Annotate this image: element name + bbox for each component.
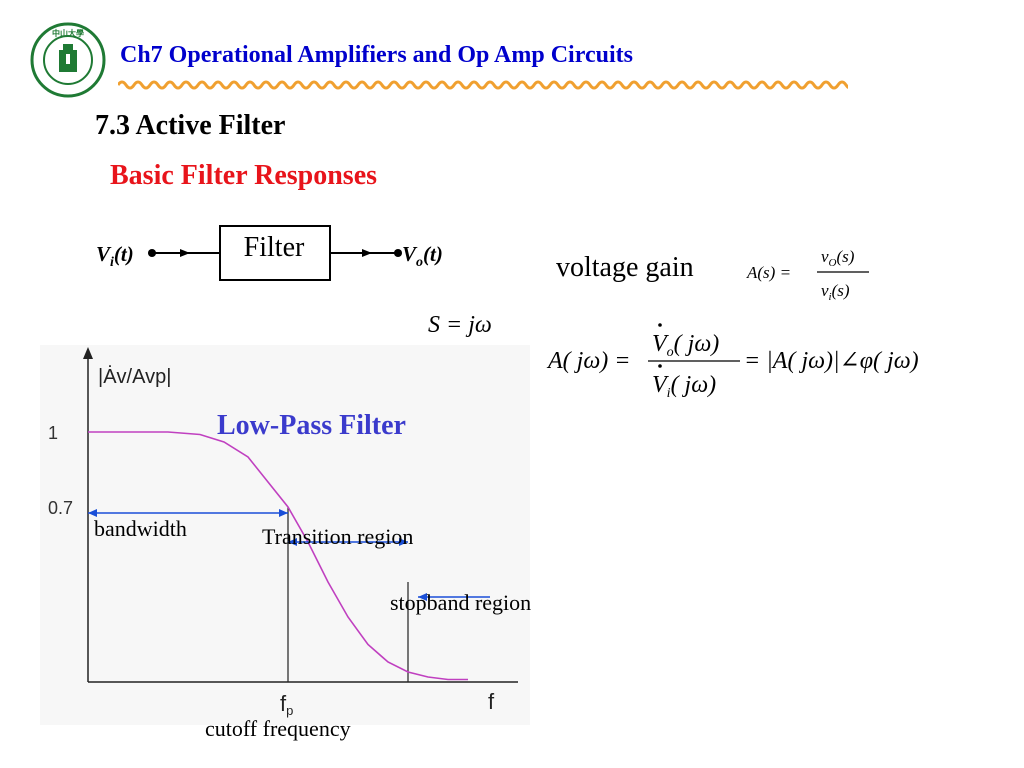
stopband-arrow-head-icon [418,593,427,601]
y-tick-label: 1 [48,423,58,443]
output-node [394,249,402,257]
transition-arrow-head-icon [399,538,408,546]
svg-text:中山大學: 中山大學 [52,28,84,38]
y-axis-arrow-icon [83,347,93,359]
output-arrow-icon [362,249,372,257]
voltage-gain-formula: A(s) = vO(s) vi(s) [746,247,869,303]
svg-text:= |A( jω)|∠φ( jω): = |A( jω)|∠φ( jω) [744,348,919,374]
svg-text:Vi( jω): Vi( jω) [652,372,716,401]
bandwidth-annotation: bandwidth [94,516,187,541]
y-axis-label: |Ȧv/Avp| [98,365,171,388]
filter-box-label: Filter [243,232,305,263]
university-seal-icon: 中山大學 [30,22,106,98]
svg-text:vi(s): vi(s) [821,281,850,303]
svg-text:A( jω) =: A( jω) = [546,348,630,374]
input-signal-label: Vi(t) [96,242,134,271]
frequency-response-formula: A( jω) = Vo( jω) Vi( jω) = |A( jω)|∠φ( j… [546,323,919,401]
voltage-gain-label: voltage gain [556,252,694,283]
input-arrow-icon [180,249,190,257]
filter-block-diagram [148,225,402,281]
transition-region-annotation: Transition region [262,524,414,549]
page-header-title: Ch7 Operational Amplifiers and Op Amp Ci… [120,42,633,68]
y-tick-label: 0.7 [48,498,73,518]
s-substitution-formula: S = jω [428,312,492,338]
chart-title: Low-Pass Filter [217,410,406,441]
stopband-region-annotation: stopband region [390,590,532,615]
section-subtitle: Basic Filter Responses [110,160,378,191]
svg-text:vO(s): vO(s) [821,247,855,269]
output-signal-label: Vo(t) [402,242,443,271]
low-pass-filter-chart: 10.7|Ȧv/Avp|ffp [40,345,530,725]
svg-text:A(s) =: A(s) = [746,263,791,282]
bandwidth-arrow-head-icon [279,509,288,517]
header-divider [118,80,848,90]
cutoff-frequency-annotation: cutoff frequency [205,716,351,741]
transition-arrow-tail-icon [288,538,297,546]
bandwidth-arrow-tail-icon [88,509,97,517]
filter-box [219,225,331,281]
x-axis-label: f [488,689,495,714]
section-title: 7.3 Active Filter [95,110,286,141]
svg-text:Vo( jω): Vo( jω) [652,331,719,360]
